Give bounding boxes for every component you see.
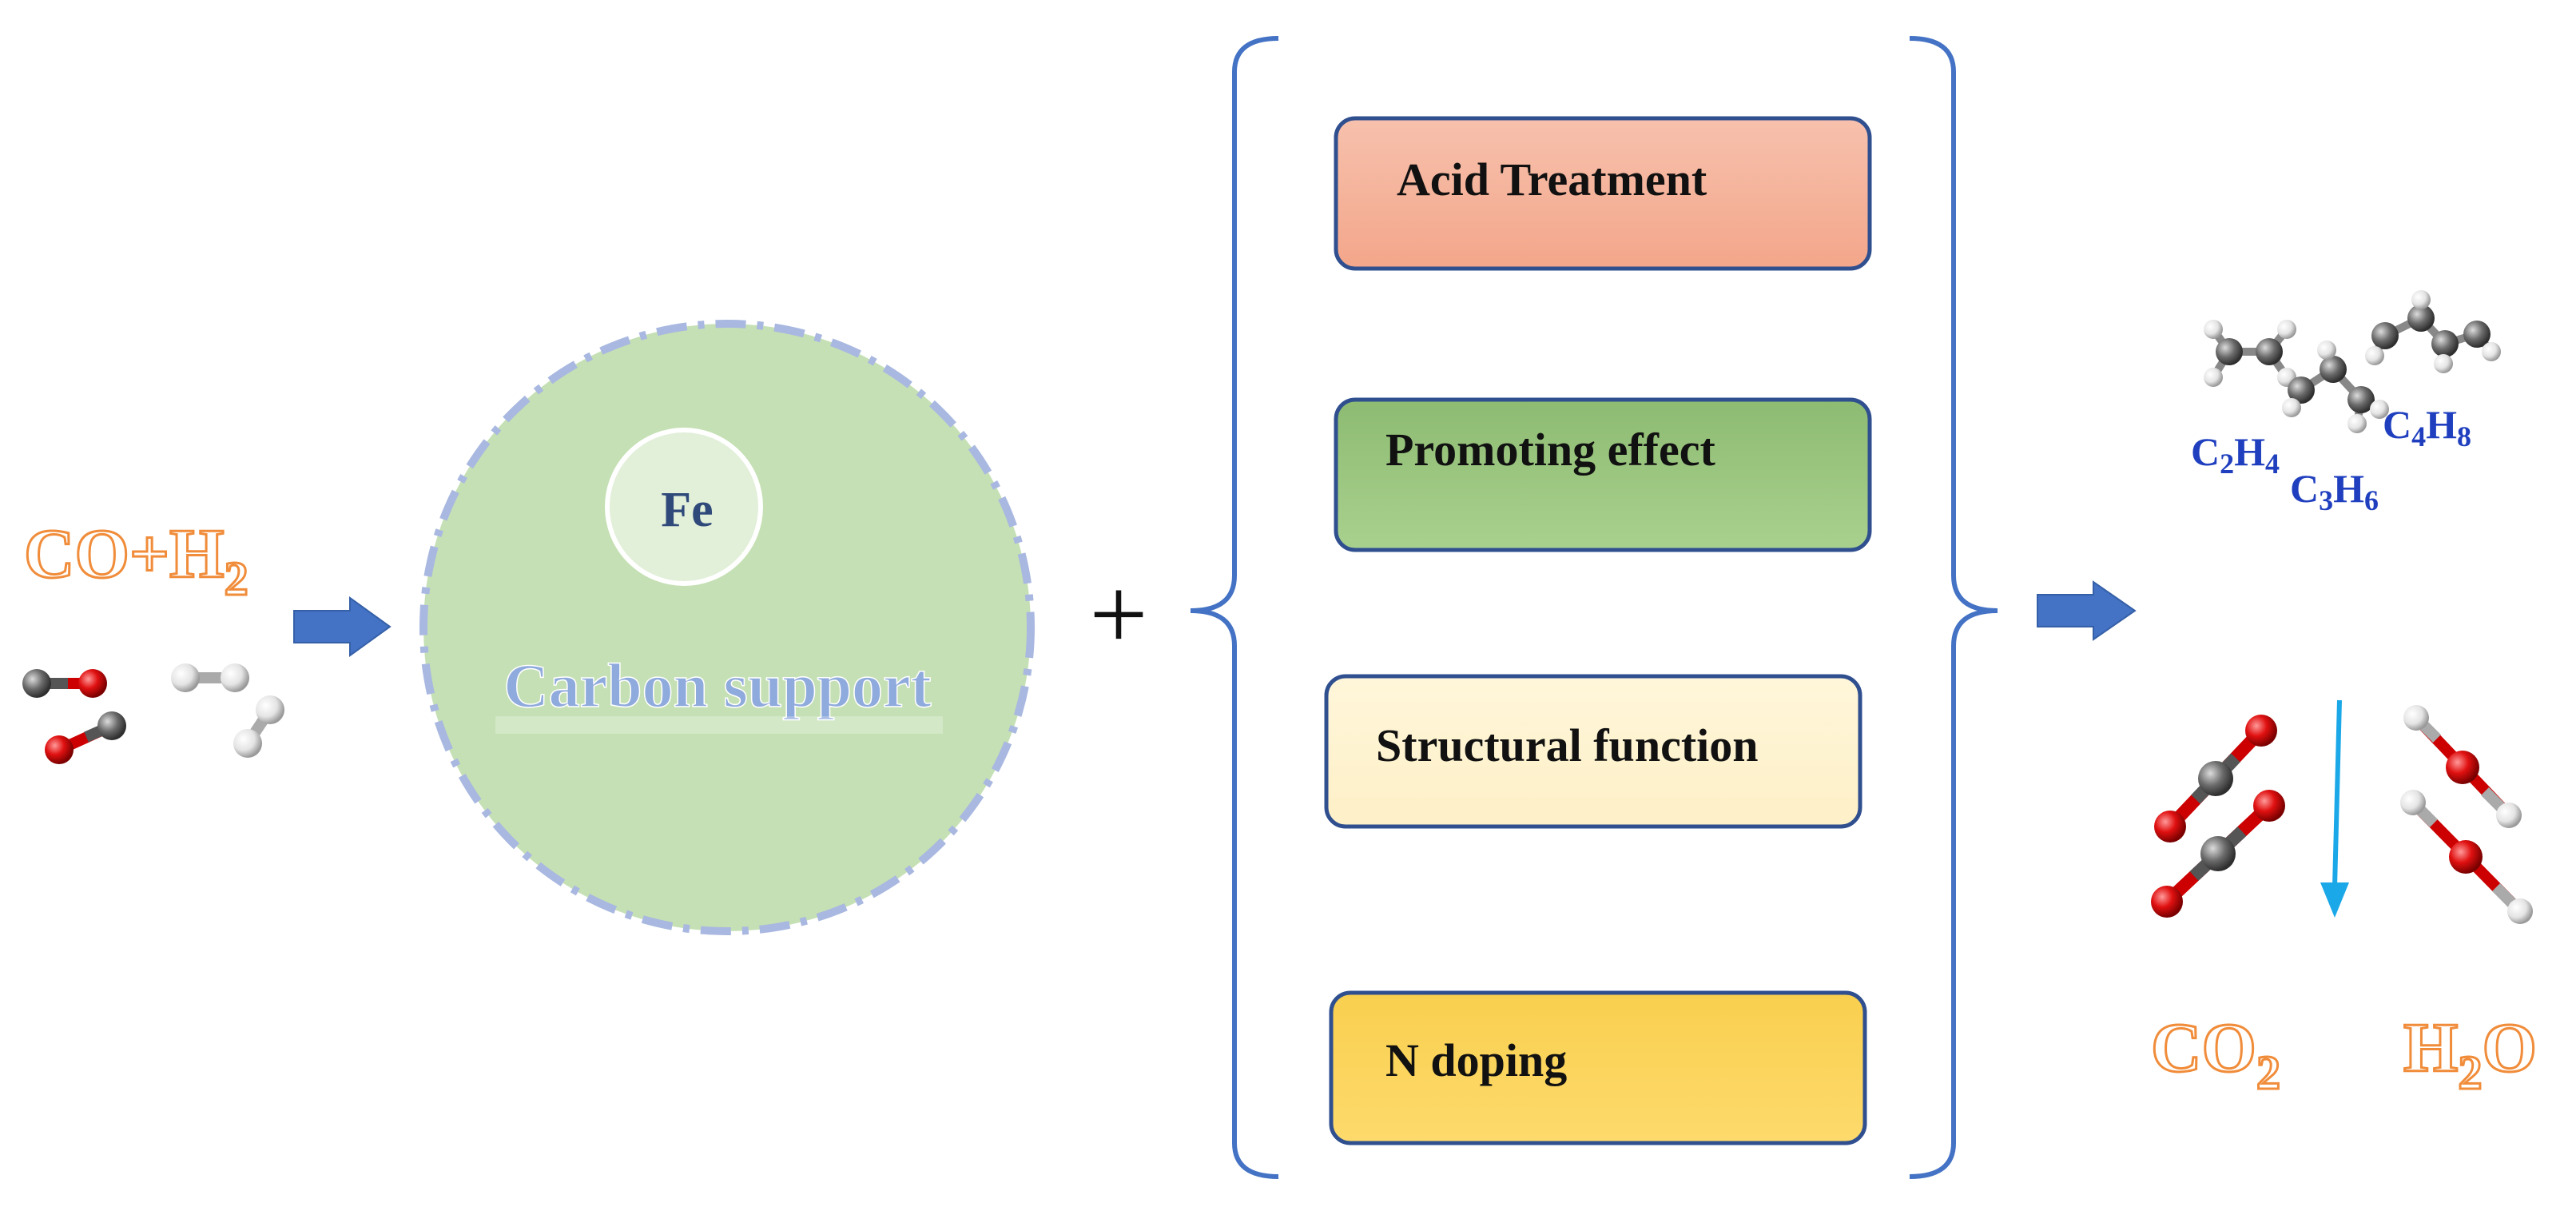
reactant-formula-main: CO+H <box>24 516 225 593</box>
strategy-box-promoting-effect: Promoting effect <box>1334 397 1872 552</box>
h2o-label: H2O <box>2403 1010 2537 1099</box>
feed-arrow-icon <box>293 596 392 657</box>
product-arrow-icon <box>2037 580 2137 641</box>
strategy-label: Acid Treatment <box>1397 153 1707 205</box>
reactant-formula: CO+H2 <box>24 516 248 605</box>
strategy-label: N doping <box>1385 1034 1567 1086</box>
h2-molecule-icon <box>171 663 249 692</box>
olefin-formula-c2h4: C2H4 <box>2191 429 2280 480</box>
co-molecule-icon <box>22 669 107 698</box>
catalyst-particle: Fe Carbon support <box>419 320 1035 935</box>
co2-molecule-icon <box>2154 715 2277 843</box>
strategy-label: Promoting effect <box>1385 424 1715 476</box>
h2-molecule-icon <box>233 695 284 758</box>
h2o-molecule-icon <box>2403 705 2522 828</box>
strategy-box-structural-function: Structural function <box>1324 674 1862 829</box>
olefin-molecules-icon <box>2204 290 2501 433</box>
fe-label: Fe <box>661 483 713 537</box>
fe-site-icon <box>605 428 763 586</box>
strategy-box-n-doping: N doping <box>1329 990 1867 1145</box>
reactant-formula-sub: 2 <box>225 552 248 605</box>
olefin-formula-c4h8: C4H8 <box>2383 402 2471 452</box>
plus-sign: + <box>1089 557 1147 672</box>
co-molecule-icon <box>45 711 126 764</box>
co2-label: CO2 <box>2151 1010 2280 1099</box>
down-arrow-icon <box>2320 699 2349 918</box>
strategy-bracket <box>1190 36 1998 1179</box>
strategy-box-acid-treatment: Acid Treatment <box>1334 116 1872 271</box>
h2o-molecule-icon <box>2400 790 2533 924</box>
olefin-formula-c3h6: C3H6 <box>2290 466 2379 516</box>
reactants-group: CO+H2 <box>22 515 284 764</box>
strategy-label: Structural function <box>1376 719 1759 771</box>
co2-molecule-icon <box>2151 790 2285 918</box>
support-label: Carbon support <box>503 651 931 720</box>
